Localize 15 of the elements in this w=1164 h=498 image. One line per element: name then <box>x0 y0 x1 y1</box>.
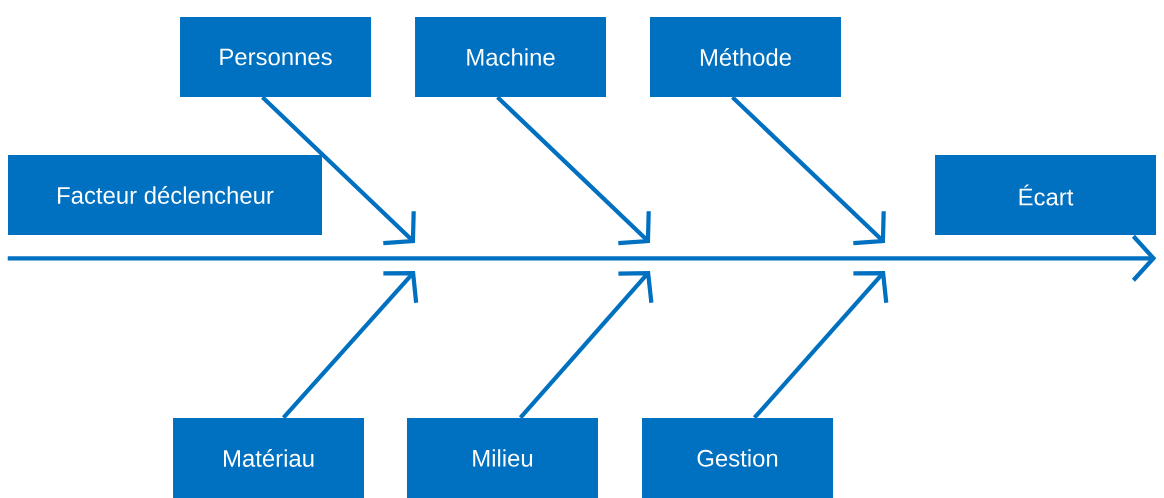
branch-arrow <box>752 271 889 420</box>
branch-arrow <box>518 271 654 420</box>
cause-box: Personnes <box>180 17 372 97</box>
cause-box: Milieu <box>407 418 598 498</box>
cause-box: Gestion <box>642 418 834 498</box>
branch-arrow <box>261 95 416 246</box>
cause-box: Matériau <box>173 418 365 498</box>
cause-box: Machine <box>415 17 607 97</box>
branch-arrow <box>496 95 651 246</box>
cause-box: Écart <box>935 155 1157 235</box>
cause-box: Méthode <box>650 17 841 97</box>
branch-arrow <box>731 95 886 246</box>
spine-arrow <box>7 234 1157 282</box>
branch-arrow <box>281 271 419 420</box>
cause-box: Facteur déclencheur <box>8 155 322 235</box>
